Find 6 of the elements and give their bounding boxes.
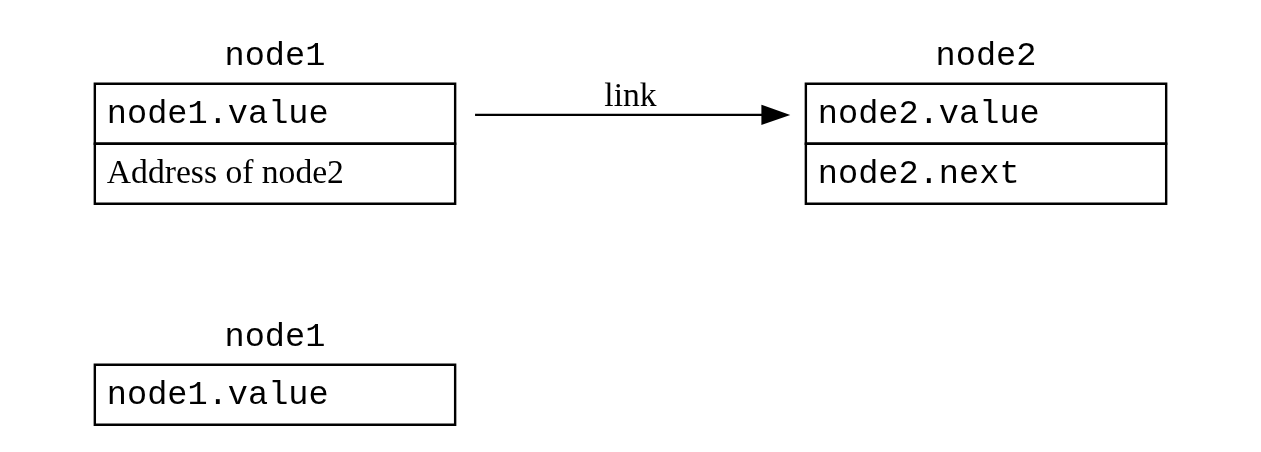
node-box: node1.value [93, 363, 457, 426]
node-label: node1 [224, 36, 326, 75]
edge-label: link [604, 75, 657, 113]
node-label: node2 [935, 36, 1037, 75]
arrow [475, 104, 791, 125]
node-label: node1 [224, 317, 326, 356]
